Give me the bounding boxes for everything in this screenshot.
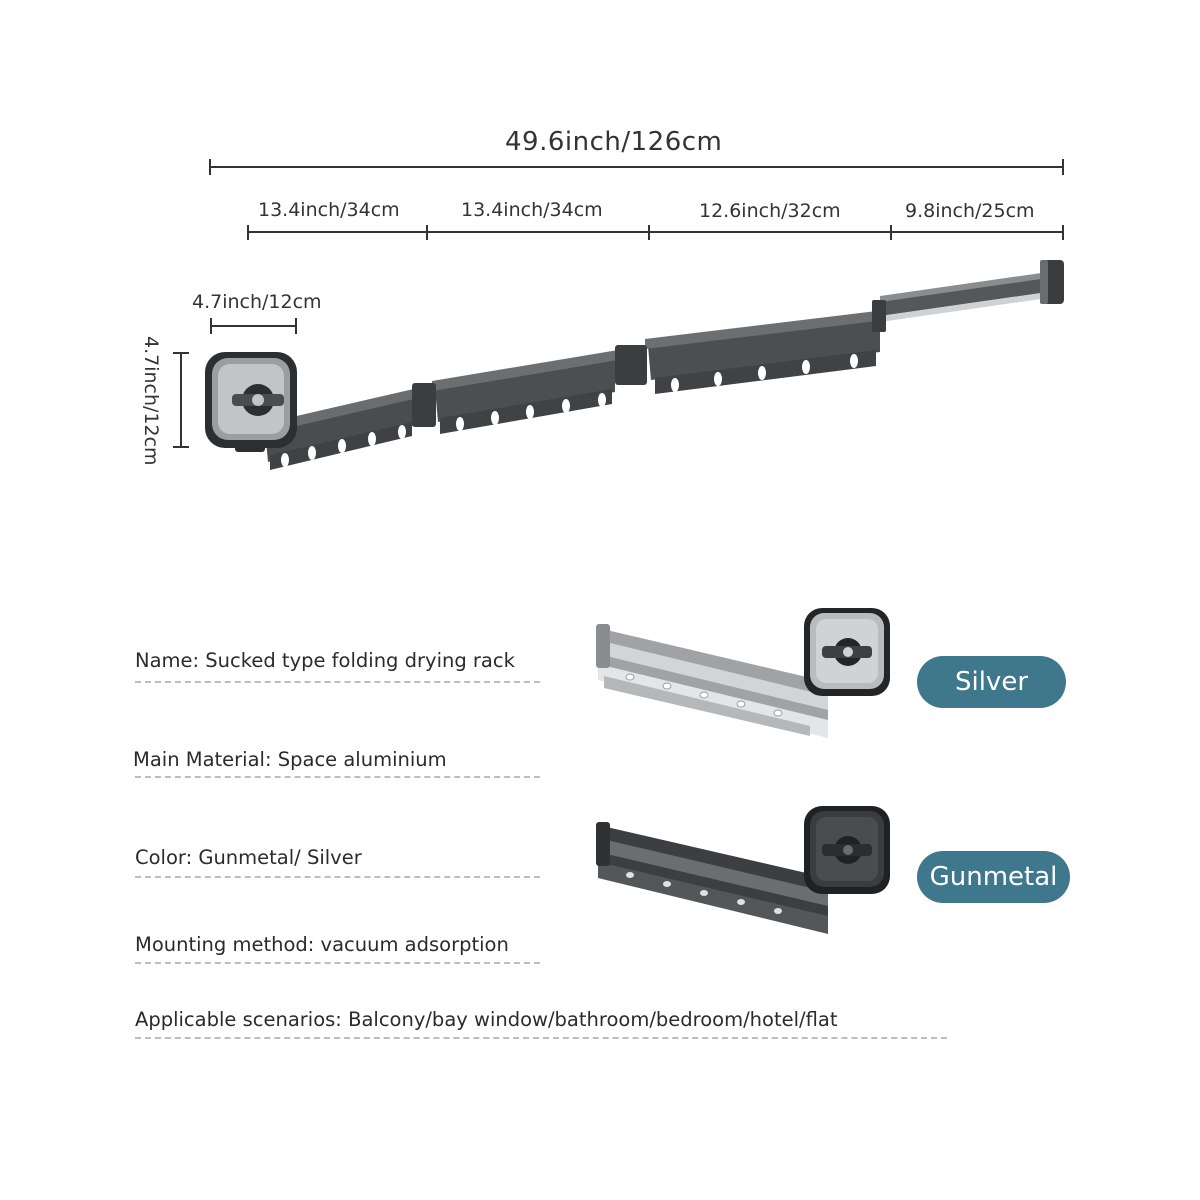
total-length-label: 49.6inch/126cm: [505, 127, 723, 157]
segment-2-label: 13.4inch/34cm: [461, 199, 603, 221]
spec-divider: [135, 776, 540, 778]
spec-mounting: Mounting method: vacuum adsorption: [135, 933, 509, 956]
segment-dimension-line: [247, 225, 1064, 240]
silver-rack-image: [596, 608, 890, 738]
spec-divider: [135, 1037, 947, 1039]
gunmetal-rack-image: [596, 806, 890, 934]
segment-3-label: 12.6inch/32cm: [699, 200, 841, 222]
gunmetal-variant-badge: Gunmetal: [917, 851, 1070, 903]
base-width-label: 4.7inch/12cm: [192, 291, 322, 313]
spec-name: Name: Sucked type folding drying rack: [135, 649, 515, 672]
spec-color: Color: Gunmetal/ Silver: [135, 846, 362, 869]
segment-4-label: 9.8inch/25cm: [905, 200, 1035, 222]
spec-divider: [135, 681, 540, 683]
spec-scenarios: Applicable scenarios: Balcony/bay window…: [135, 1008, 838, 1031]
spec-material: Main Material: Space aluminium: [133, 748, 447, 771]
spec-divider: [135, 876, 540, 878]
silver-variant-badge: Silver: [917, 656, 1066, 708]
total-length-dimension-line: [209, 159, 1064, 175]
segment-1-label: 13.4inch/34cm: [258, 199, 400, 221]
base-width-dimension-line: [210, 318, 297, 334]
suction-base: [205, 352, 297, 452]
base-height-dimension-line: [173, 352, 189, 448]
spec-divider: [135, 962, 540, 964]
extended-rack-arm: [262, 260, 1064, 470]
